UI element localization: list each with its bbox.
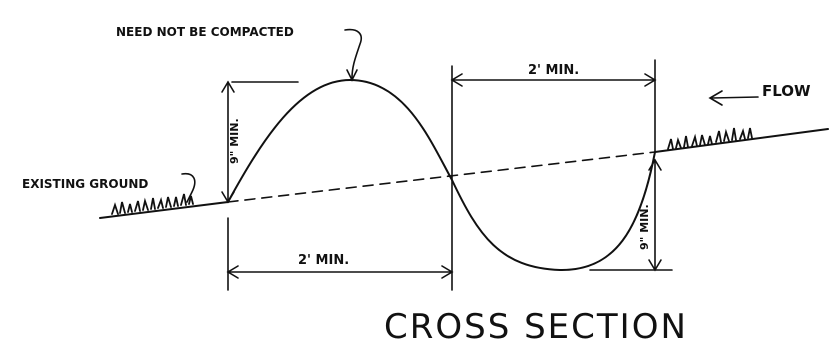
berm-trench-profile — [227, 79, 656, 272]
trench-depth-label: 9" MIN. — [638, 204, 651, 250]
existing-ground-dashed-line — [227, 151, 656, 203]
grass-tufts-left — [111, 193, 194, 215]
existing-ground-line-right — [654, 128, 829, 153]
compaction-note-leader — [344, 28, 362, 79]
trench-depth-dimension — [589, 158, 673, 272]
bottom-width-dimension — [226, 217, 454, 291]
flow-label: FLOW — [762, 82, 811, 100]
grass-tufts-right — [667, 127, 753, 150]
top-width-label: 2' MIN. — [528, 63, 579, 78]
top-width-dimension — [450, 59, 657, 291]
compaction-note-arrowhead — [346, 69, 358, 82]
bottom-width-label: 2' MIN. — [298, 253, 349, 268]
existing-ground-label: EXISTING GROUND — [22, 177, 148, 191]
existing-ground-line-left — [99, 201, 229, 219]
compaction-note: NEED NOT BE COMPACTED — [116, 25, 294, 39]
diagram-title: CROSS SECTION — [384, 307, 688, 347]
berm-height-dimension — [221, 80, 299, 204]
existing-ground-leader — [181, 172, 196, 203]
flow-arrow — [708, 90, 759, 106]
berm-height-label: 9" MIN. — [228, 118, 241, 164]
